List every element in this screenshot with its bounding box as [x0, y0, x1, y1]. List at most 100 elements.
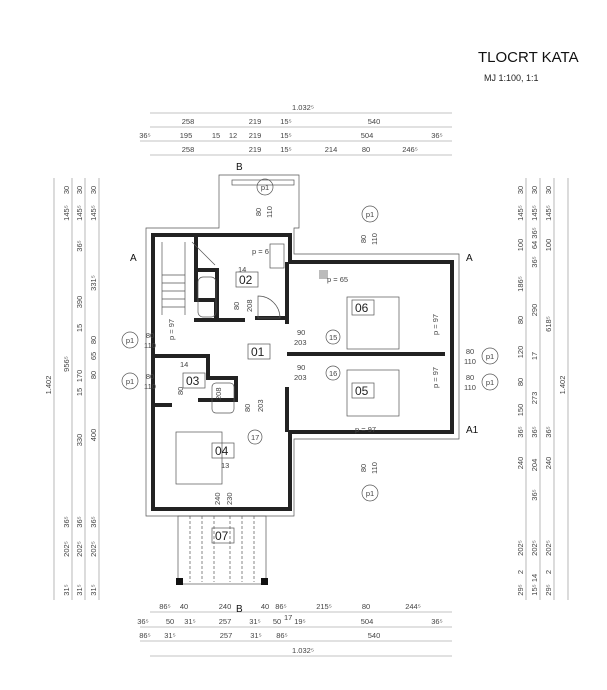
window-tag-circle — [361, 484, 379, 502]
dimension-label: 36⁵ — [431, 617, 442, 626]
window-width: 80 — [466, 347, 474, 356]
dimension-label: 618⁵ — [544, 316, 553, 332]
sill-height: p = 65 — [327, 275, 348, 284]
fixtures — [161, 179, 400, 585]
dimension-label: 273 — [530, 392, 539, 405]
window-height: 110 — [464, 357, 476, 366]
dimension-label: 100 — [544, 239, 553, 252]
callout-16: 16 — [329, 369, 337, 378]
dimension-label: 36⁵ — [75, 240, 84, 251]
dimension-label: 14 — [530, 574, 539, 582]
dimension-label: 31⁵ — [62, 584, 71, 595]
dimension-label: 202⁵ — [75, 541, 84, 557]
window-height: 110 — [370, 233, 379, 245]
window-width: 80 — [359, 464, 368, 472]
dimension-label: 202⁵ — [530, 540, 539, 556]
dimension-label: 202⁵ — [89, 541, 98, 557]
dimension-label: 145⁵ — [62, 205, 71, 221]
dimension-label: 257 — [220, 631, 233, 640]
dimension-label: 40 — [180, 602, 188, 611]
window-height: 110 — [144, 382, 156, 391]
dimension-label: 145⁵ — [516, 205, 525, 221]
dimension-label: 1.402 — [44, 376, 53, 395]
dimension-label: 80 — [89, 336, 98, 344]
drawing-scale: MJ 1:100, 1:1 — [484, 73, 539, 83]
door-size: 203 — [294, 338, 307, 347]
door-size: 90 — [297, 363, 305, 372]
dimension-label: 331⁵ — [89, 275, 98, 291]
callout-15: 15 — [329, 333, 337, 342]
door-size: 203 — [256, 399, 265, 412]
room-05: 05 — [355, 384, 369, 398]
dimension-label: 145⁵ — [544, 205, 553, 221]
section-b-top: B — [236, 162, 243, 173]
dimension-label: 15 — [75, 324, 84, 332]
dimension-label: 202⁵ — [62, 541, 71, 557]
dimension-label: 195 — [180, 131, 193, 140]
dimension-label: 31⁵ — [164, 631, 175, 640]
dimension-label: 64 — [530, 241, 539, 249]
dimension-label: 36⁵ — [516, 426, 525, 437]
section-a1: A1 — [466, 425, 479, 436]
dimension-label: 86⁵ — [159, 602, 170, 611]
room-06: 06 — [355, 301, 369, 315]
sill-height: p = 97 — [431, 314, 440, 335]
dimension-label: 50 — [273, 617, 281, 626]
annotations: p = 65 p = 97 p = 6 p = 97 p = 97 p = 97… — [167, 247, 440, 622]
dimension-label: 36⁵ — [544, 426, 553, 437]
chimney — [319, 270, 328, 279]
window-tag-circle — [481, 347, 499, 365]
dimension-label: 1.402 — [558, 376, 567, 395]
dimension-label: 29⁵ — [516, 584, 525, 595]
dimension-label: 257 — [219, 617, 232, 626]
dimension-label: 80 — [362, 145, 370, 154]
dimension-label: 30 — [62, 186, 71, 194]
dimension-label: 202⁵ — [516, 540, 525, 556]
dimension-label: 1.032⁵ — [292, 103, 314, 112]
dimension-label: 246⁵ — [402, 145, 418, 154]
note: 13 — [221, 461, 229, 470]
dimension-label: 145⁵ — [89, 205, 98, 221]
dimension-label: 80 — [516, 378, 525, 386]
dimension-label: 120 — [516, 346, 525, 359]
dimension-label: 30 — [89, 186, 98, 194]
terrace — [176, 515, 268, 585]
dimension-label: 36⁵ — [62, 516, 71, 527]
room-04: 04 — [215, 444, 229, 458]
dimension-label: 15 — [75, 388, 84, 396]
dimension-label: 31⁵ — [184, 617, 195, 626]
stairs — [161, 241, 216, 315]
dimension-label: 150 — [516, 404, 525, 417]
section-b-bottom: B — [236, 604, 243, 615]
dimension-label: 86⁵ — [139, 631, 150, 640]
sill-height: p = 97 — [355, 425, 376, 434]
dimension-label: 36⁵ — [530, 489, 539, 500]
dimension-label: 956⁵ — [62, 356, 71, 372]
dimension-label: 219 — [249, 131, 262, 140]
door-size: 80 — [243, 404, 252, 412]
dimension-label: 15⁵ — [280, 145, 291, 154]
window-height: 110 — [144, 341, 156, 350]
note: 14 — [238, 265, 246, 274]
dimension-label: 30 — [516, 186, 525, 194]
window-width: 80 — [146, 331, 154, 340]
dimension-label: 30 — [544, 186, 553, 194]
door-size: 80 — [176, 387, 185, 395]
dimension-label: 2 — [516, 570, 525, 574]
window-tag-circle — [361, 205, 379, 223]
window-tag-circle — [121, 331, 139, 349]
dimension-label: 186⁵ — [516, 276, 525, 292]
dimension-label: 1.032⁵ — [292, 646, 314, 655]
dimension-label: 30 — [530, 186, 539, 194]
dimension-label: 36⁵ — [530, 426, 539, 437]
dimension-label: 36⁵ — [139, 131, 150, 140]
dimension-label: 36⁵ — [75, 516, 84, 527]
callout-17: 17 — [251, 433, 259, 442]
window-height: 110 — [265, 206, 274, 218]
dimension-label: 65 — [89, 352, 98, 360]
